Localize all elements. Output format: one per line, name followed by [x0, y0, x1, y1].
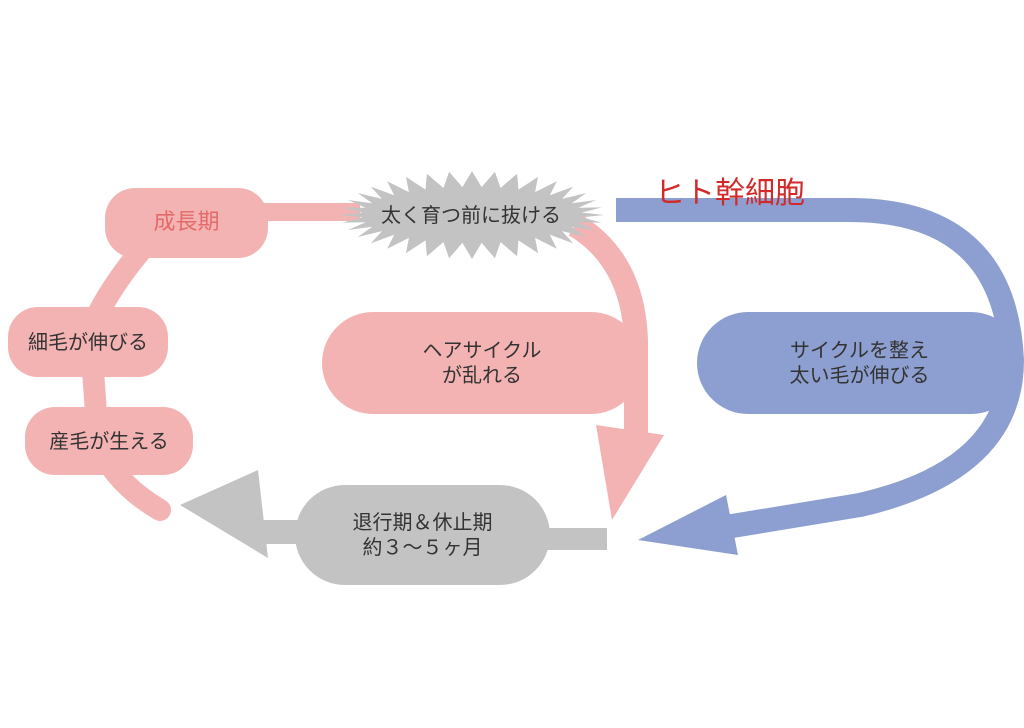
cycle-fixed-box [697, 312, 1022, 414]
falls-out-burst [340, 171, 604, 259]
falls-out-label: 太く育つ前に抜ける [381, 202, 561, 227]
regression-rest-box [295, 485, 550, 585]
growth-phase-label: 成長期 [153, 210, 220, 236]
cycle-disrupted-label: ヘアサイクル が乱れる [422, 338, 542, 387]
cycle-disrupted-box [322, 312, 642, 414]
regression-rest-label: 退行期＆休止期 約３〜５ヶ月 [352, 510, 493, 559]
vellus-hair-label: 産毛が生える [49, 428, 169, 453]
cycle-fixed-label: サイクルを整え 太い毛が伸びる [789, 338, 930, 387]
thin-hair-label: 細毛が伸びる [28, 329, 148, 354]
blue-arrowhead [638, 495, 738, 555]
growth-phase-box [105, 188, 268, 258]
vellus-hair-box [25, 407, 193, 475]
gray-arrow-shaft [540, 528, 607, 550]
pink-arrow-shaft [568, 214, 648, 440]
gray-arrowhead [180, 470, 268, 558]
human-stem-cell-title: ヒト幹細胞 [655, 176, 805, 212]
thin-hair-box [8, 307, 168, 377]
pink-arrowhead [596, 425, 664, 520]
